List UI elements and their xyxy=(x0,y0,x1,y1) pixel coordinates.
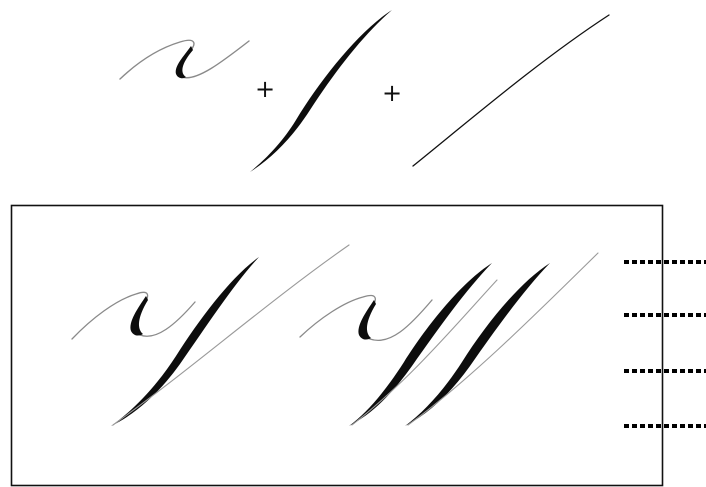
plus-operator-2: + xyxy=(382,79,402,107)
guide-dot-rows xyxy=(624,262,706,426)
combined-letter-w xyxy=(300,253,598,426)
component-strokes-row: + + xyxy=(120,10,609,172)
combined-letter-v xyxy=(72,245,349,426)
entry-hairline-stroke xyxy=(120,40,249,79)
thin-upstroke xyxy=(413,15,609,166)
combined-letters-frame xyxy=(12,206,663,486)
plus-operator-1: + xyxy=(255,75,275,103)
